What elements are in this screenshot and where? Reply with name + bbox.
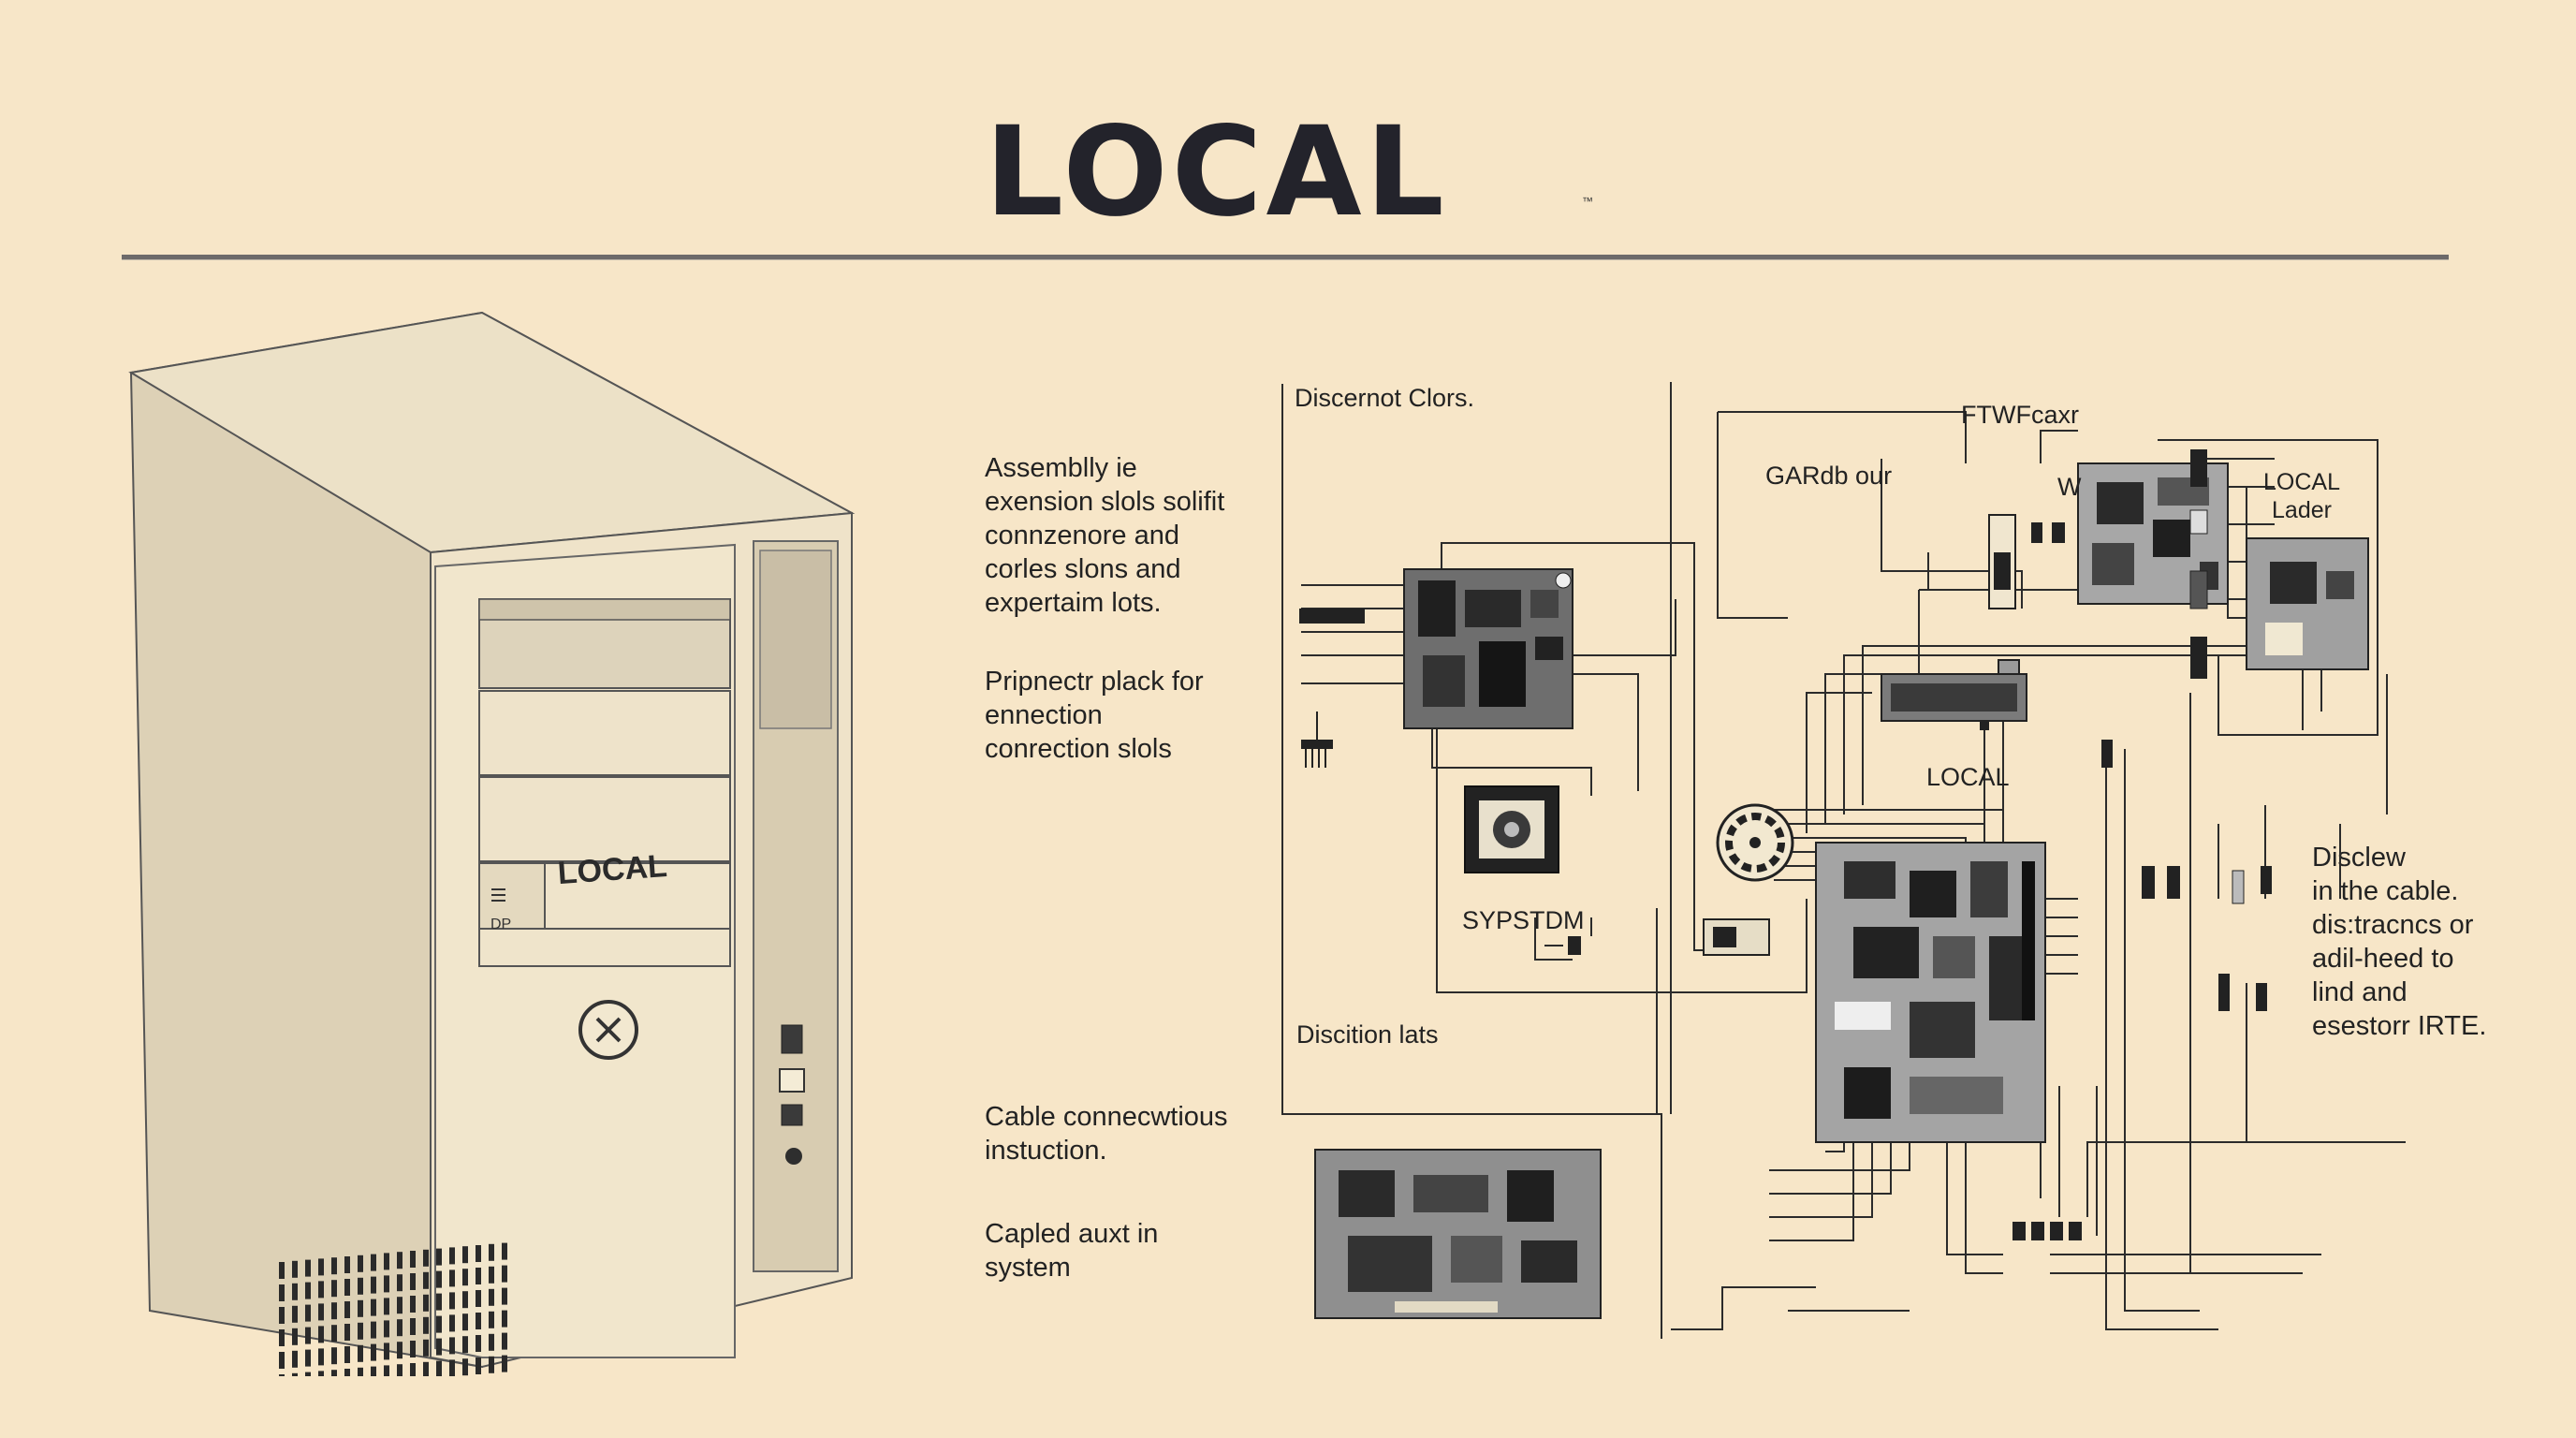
indicator-led-icon	[785, 1148, 802, 1165]
label-local-lader: LOCAL Lader	[2263, 469, 2340, 523]
label-discition: Discition lats	[1296, 1020, 1439, 1049]
tower-port-label: DP	[490, 917, 511, 932]
page-title: LOCAL	[985, 100, 1448, 244]
label-w: W	[2057, 473, 2082, 501]
circuit-board-upper-left	[1403, 568, 1573, 729]
note-disclew: Disclew in the cable. dis:tracncs or adi…	[2312, 843, 2487, 1041]
note-assembly: Assemblly ie exension slols solifit conn…	[985, 453, 1225, 618]
wiring-schematic	[1281, 382, 2406, 1339]
connector-stack-right	[2189, 449, 2208, 679]
sypstdm-module	[1464, 785, 1559, 873]
label-sypstdm: SYPSTDM	[1462, 906, 1585, 934]
usb-port-icon	[781, 1024, 803, 1054]
note-pripnectr: Pripnectr plack for ennection conrection…	[985, 667, 1204, 764]
drive-bay-3	[478, 776, 731, 862]
trademark-mark: ™	[1582, 195, 1593, 208]
usb-dongle-icon	[1299, 609, 1365, 624]
title-divider	[122, 255, 2449, 260]
label-discernot: Discernot Clors.	[1295, 384, 1475, 412]
tower-badge-text: LOCAL	[557, 848, 668, 891]
computer-tower-illustration: LOCAL DP	[128, 311, 856, 1376]
label-ftwfcaxr: FTWFcaxr	[1961, 401, 2079, 429]
drive-bay-2	[478, 690, 731, 776]
circuit-board-central	[1815, 842, 2046, 1143]
note-cable-instruction: Cable connecwtious instuction.	[985, 1102, 1228, 1166]
audio-port-icon	[779, 1068, 805, 1093]
plug-connectors	[1568, 740, 2272, 1240]
pin-header-icon	[1301, 712, 1333, 768]
note-capled: Capled auxt in system	[985, 1219, 1159, 1283]
label-gardb: GARdb our	[1765, 462, 1893, 490]
fan-icon	[1716, 803, 1794, 882]
vent-grille	[279, 1242, 507, 1376]
label-local: LOCAL	[1926, 763, 2010, 791]
circuit-board-local-lader	[2246, 537, 2369, 670]
circuit-board-bottom-left	[1314, 1149, 1602, 1319]
